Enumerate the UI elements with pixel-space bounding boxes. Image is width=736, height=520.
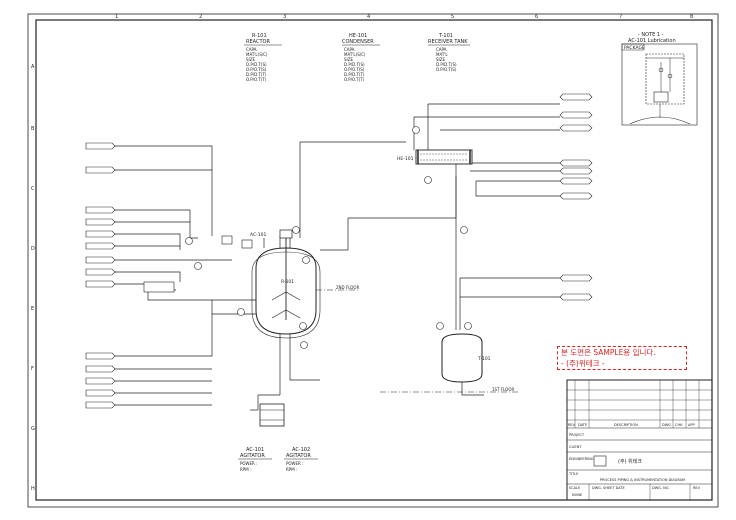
equipment-header-he101: HE-101 CONDENSER CAPA. MAT'L(S/C) SIZE D… [342,33,380,82]
svg-text:AGITATOR: AGITATOR [240,453,265,459]
svg-text:REV: REV [568,423,576,427]
svg-text:D.P/D.T(T): D.P/D.T(T) [246,72,267,77]
grid-row-e: E [31,306,34,312]
svg-text:APP: APP [688,423,695,427]
floor-lines [316,289,520,393]
svg-text:DWG: DWG [662,423,671,427]
svg-text:CHK: CHK [675,423,683,427]
equip-name: REACTOR [246,39,270,45]
svg-text:AC-102: AC-102 [292,447,310,453]
drum [259,403,285,427]
grid-row-d: D [31,246,35,252]
grid-col-7: 7 [619,14,622,20]
grid-col-5: 5 [451,14,454,20]
equip-tag: HE-101 [349,33,367,39]
svg-text:D.P/D.T(S): D.P/D.T(S) [344,62,365,67]
svg-text:POWER :: POWER : [286,461,303,466]
svg-text:O.P/O.T(T): O.P/O.T(T) [344,77,365,82]
note-package: PACKAGE [624,45,645,51]
outer-border [27,13,719,508]
grid-col-4: 4 [367,14,370,20]
svg-text:POWER :: POWER : [240,461,257,466]
svg-text:AGITATOR: AGITATOR [286,453,311,459]
reactor-label: R-101 [281,279,294,285]
grid-row-f: F [31,366,34,372]
grid-row-g: G [31,426,35,432]
grid-row-b: B [31,126,35,132]
svg-text:TITLE: TITLE [568,472,578,476]
svg-text:SCALE: SCALE [569,486,580,490]
svg-text:MAT'L(S/C): MAT'L(S/C) [246,52,268,57]
svg-text:O.P/O.T(S): O.P/O.T(S) [436,67,457,72]
equip-name: RECEIVER TANK [428,39,468,45]
grid-col-2: 2 [199,14,202,20]
left-connectors [85,142,116,409]
receiver-tank-t101: T-101 [441,333,491,383]
svg-text:PROCESS PIPING & INSTRUMENTATI: PROCESS PIPING & INSTRUMENTATION DIAGRAM [600,478,685,482]
floor-label-1st: 1ST FLOOR [492,387,514,392]
title-block-text: REV DATE DESCRIPTION DWG CHK APP PROJECT… [568,423,701,497]
svg-text:REV: REV [693,486,701,490]
svg-text:CAPA.: CAPA. [246,47,258,52]
svg-text:RPM :: RPM : [240,467,251,472]
svg-text:MAT'L(S/C): MAT'L(S/C) [344,52,366,57]
condenser-he101: HE-101 [397,149,473,165]
svg-text:O.P/O.T(T): O.P/O.T(T) [246,77,267,82]
svg-text:CLIENT: CLIENT [569,445,582,449]
equip-tag: R-101 [252,33,267,39]
stamp-line-1: 본 도면은 SAMPLE용 입니다. [561,348,656,357]
condenser-label: HE-101 [397,156,414,162]
svg-text:SIZE: SIZE [344,57,353,62]
grid-labels: 1 2 3 4 5 6 7 8 A B C D E F G H [31,14,693,492]
floor-label-2nd: 2ND FLOOR [336,285,360,290]
svg-text:SIZE: SIZE [246,57,255,62]
equip-tag: T-101 [438,33,453,39]
svg-text:RPM :: RPM : [286,467,297,472]
svg-text:(주) 위테크: (주) 위테크 [618,458,642,465]
svg-text:DESCRIPTION: DESCRIPTION [614,423,638,427]
svg-text:D.P/D.T(S): D.P/D.T(S) [246,62,267,67]
grid-row-h: H [31,486,35,492]
svg-text:D.P/D.T(T): D.P/D.T(T) [344,72,365,77]
grid-row-a: A [31,64,35,70]
stamp-line-2: - (주)위테크 - [561,359,605,368]
grid-col-1: 1 [115,14,118,20]
sample-stamp: 본 도면은 SAMPLE용 입니다. - (주)위테크 - [557,346,687,370]
piping [115,103,560,411]
agitator-label: AC-101 [250,232,266,238]
note-text: AC-101 Lubrication [628,38,676,44]
right-connectors [559,93,593,301]
svg-text:MAT'L: MAT'L [436,52,448,57]
equip-name: CONDENSER [342,39,374,45]
inner-border [35,19,713,501]
svg-text:DWG. SHEET DATE: DWG. SHEET DATE [592,486,625,490]
svg-text:D.P/D.T(S): D.P/D.T(S) [436,62,457,67]
instruments [143,126,472,349]
svg-text:O.P/O.T(S): O.P/O.T(S) [246,67,267,72]
grid-col-6: 6 [535,14,538,20]
svg-text:NONE: NONE [572,493,582,497]
svg-text:O.P/O.T(S): O.P/O.T(S) [344,67,365,72]
tank-label: T-101 [477,356,491,362]
title-block [566,379,713,501]
svg-text:PROJECT: PROJECT [569,433,585,437]
svg-text:DWG. NO.: DWG. NO. [652,486,669,490]
agitator-info: AC-101 AGITATOR POWER : RPM : AC-102 AGI… [238,447,318,472]
svg-text:DATE: DATE [578,423,587,427]
grid-col-3: 3 [283,14,286,20]
equipment-header-t101: T-101 RECEIVER TANK CAPA. MAT'L SIZE D.P… [428,33,470,72]
svg-text:CAPA.: CAPA. [436,47,448,52]
svg-text:AC-101: AC-101 [246,447,264,453]
note-block: - NOTE 1 - AC-101 Lubrication PACKAGE [621,32,698,126]
svg-text:SIZE: SIZE [436,57,445,62]
grid-col-8: 8 [690,14,693,20]
note-title: - NOTE 1 - [638,32,664,38]
svg-text:CAPA.: CAPA. [344,47,356,52]
equipment-header-r101: R-101 REACTOR CAPA. MAT'L(S/C) SIZE D.P/… [244,33,282,82]
svg-text:ENGINEERING: ENGINEERING [569,457,594,461]
grid-row-c: C [31,186,35,192]
reactor-r101: R-101 [251,229,321,339]
